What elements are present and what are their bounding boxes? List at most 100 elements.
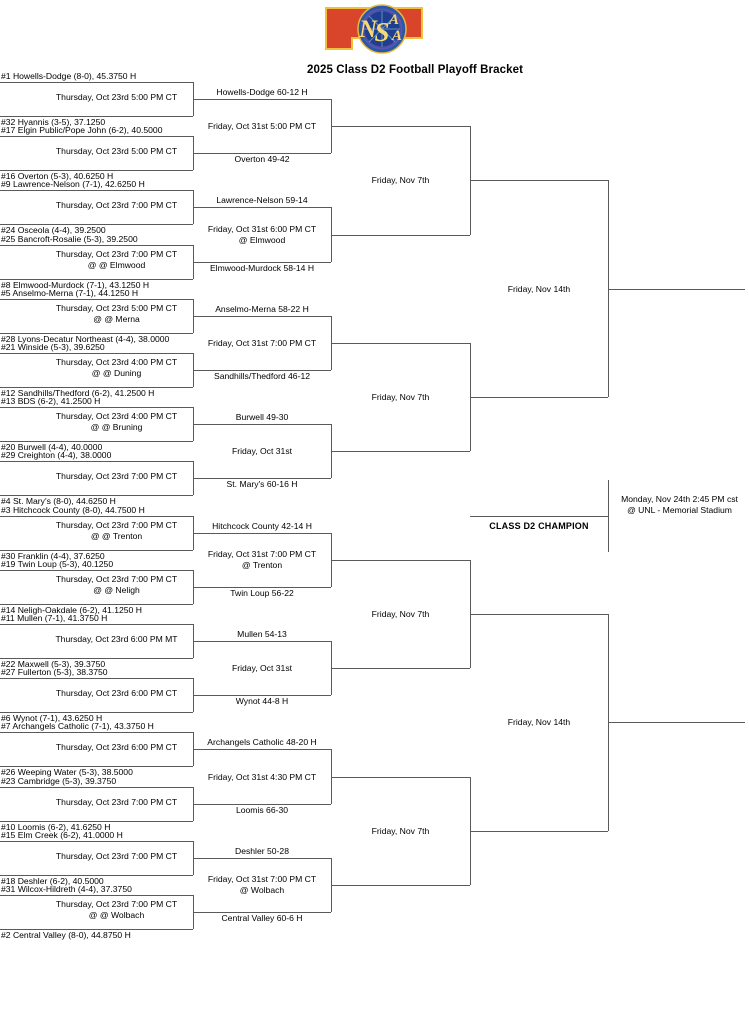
round2-result-bottom: Sandhills/Thedford 46-12 xyxy=(213,371,311,381)
final-top-rule xyxy=(608,288,745,290)
round2-site: @ Trenton xyxy=(241,560,283,570)
round2-result-top: Hitchcock County 42-14 H xyxy=(212,521,312,531)
round2-bottom-rule xyxy=(193,912,331,913)
round2-datetime: Friday, Oct 31st 4:30 PM CT xyxy=(207,771,317,782)
round1-team-top: #25 Bancroft-Rosalie (5-3), 39.2500 xyxy=(1,234,138,244)
round3-bottom-rule xyxy=(331,885,470,886)
svg-text:S: S xyxy=(374,17,389,47)
round1-team-top: #5 Anselmo-Merna (7-1), 44.1250 H xyxy=(1,288,139,298)
round1-bottom-rule xyxy=(0,712,193,713)
round1-top-rule xyxy=(0,732,193,733)
round1-team-top: #27 Fullerton (5-3), 38.3750 xyxy=(1,667,108,677)
round1-datetime: Thursday, Oct 23rd 4:00 PM CT xyxy=(55,357,178,367)
round1-datetime: Thursday, Oct 23rd 6:00 PM CT xyxy=(55,742,178,752)
round1-team-bottom: #4 St. Mary's (8-0), 44.6250 H xyxy=(1,496,116,506)
round1-team-bottom: #6 Wynot (7-1), 43.6250 H xyxy=(1,713,103,723)
round1-team-top: #23 Cambridge (5-3), 39.3750 xyxy=(1,776,117,786)
round1-team-bottom: #26 Weeping Water (5-3), 38.5000 xyxy=(1,767,133,777)
round1-top-rule xyxy=(0,624,193,625)
round3-datetime: Friday, Nov 7th xyxy=(371,609,430,619)
round4-bottom-rule xyxy=(470,397,608,398)
round1-bottom-rule xyxy=(0,550,193,551)
round2-top-rule xyxy=(193,533,331,534)
round1-team-bottom: #20 Burwell (4-4), 40.0000 xyxy=(1,442,103,452)
round3-top-rule xyxy=(331,126,470,127)
round2-site: @ Wolbach xyxy=(239,885,285,895)
final-datetime: Monday, Nov 24th 2:45 PM cst xyxy=(621,493,738,504)
round1-bottom-rule xyxy=(0,387,193,388)
round2-bottom-rule xyxy=(193,804,331,805)
round1-bottom-rule xyxy=(0,333,193,334)
round2-site: @ Elmwood xyxy=(238,234,286,245)
round1-team-bottom: #10 Loomis (6-2), 41.6250 H xyxy=(1,822,111,832)
round2-bottom-rule xyxy=(193,587,331,588)
round2-result-top: Burwell 49-30 xyxy=(235,412,289,422)
round1-team-bottom: #2 Central Valley (8-0), 44.8750 H xyxy=(1,930,131,940)
round1-top-rule xyxy=(0,353,193,354)
round2-bottom-rule xyxy=(193,370,331,371)
round1-team-bottom: #28 Lyons-Decatur Northeast (4-4), 38.00… xyxy=(1,334,170,344)
round3-top-rule xyxy=(331,776,470,778)
round4-top-rule xyxy=(470,180,608,182)
round2-result-top: Mullen 54-13 xyxy=(237,629,287,639)
page-title: 2025 Class D2 Football Playoff Bracket xyxy=(307,64,523,76)
round2-result-bottom: St. Mary's 60-16 H xyxy=(226,479,298,489)
round1-bottom-rule xyxy=(0,116,193,117)
round2-datetime: Friday, Oct 31st xyxy=(231,663,292,673)
round1-team-top: #17 Elgin Public/Pope John (6-2), 40.500… xyxy=(1,125,163,135)
round2-result-bottom: Twin Loup 56-22 xyxy=(230,588,294,598)
round1-datetime: Thursday, Oct 23rd 7:00 PM CT xyxy=(55,471,178,481)
round2-bottom-rule xyxy=(193,695,331,696)
round1-team-bottom: #24 Osceola (4-4), 39.2500 xyxy=(1,225,106,235)
round2-result-bottom: Wynot 44-8 H xyxy=(235,696,289,706)
round1-top-rule xyxy=(0,136,193,137)
round1-datetime: Thursday, Oct 23rd 7:00 PM CT xyxy=(55,574,178,584)
svg-text:N: N xyxy=(358,16,378,43)
round1-site: @ @ Bruning xyxy=(90,422,143,432)
round1-bottom-rule xyxy=(0,658,193,659)
round1-datetime: Thursday, Oct 23rd 5:00 PM CT xyxy=(55,146,178,156)
round1-bottom-rule xyxy=(0,604,193,605)
round1-team-top: #11 Mullen (7-1), 41.3750 H xyxy=(1,613,108,623)
round1-top-rule xyxy=(0,299,193,300)
round2-bottom-rule xyxy=(193,478,331,479)
round2-datetime: Friday, Oct 31st 7:00 PM CT xyxy=(207,874,317,884)
round1-top-rule xyxy=(0,461,193,462)
round1-team-top: #3 Hitchcock County (8-0), 44.7500 H xyxy=(1,505,145,515)
round2-datetime: Friday, Oct 31st 6:00 PM CT xyxy=(207,223,317,234)
round3-bottom-rule xyxy=(331,668,470,669)
round1-bottom-rule xyxy=(0,170,193,171)
round2-top-rule xyxy=(193,316,331,317)
round4-datetime: Friday, Nov 14th xyxy=(507,717,571,728)
round1-team-bottom: #14 Neligh-Oakdale (6-2), 41.1250 H xyxy=(1,605,142,615)
round1-team-top: #19 Twin Loup (5-3), 40.1250 xyxy=(1,559,114,569)
round2-result-bottom: Central Valley 60-6 H xyxy=(221,913,303,923)
round1-bottom-rule xyxy=(0,495,193,496)
final-site: @ UNL - Memorial Stadium xyxy=(627,504,732,515)
round4-datetime: Friday, Nov 14th xyxy=(507,283,571,294)
round3-bottom-rule xyxy=(331,451,470,452)
round1-top-rule xyxy=(0,245,193,246)
round1-top-rule xyxy=(0,516,193,517)
round1-datetime: Thursday, Oct 23rd 4:00 PM CT xyxy=(55,411,178,421)
round1-top-rule xyxy=(0,570,193,571)
round1-bottom-rule xyxy=(0,929,193,930)
round1-datetime: Thursday, Oct 23rd 7:00 PM CT xyxy=(55,899,178,909)
round2-result-top: Deshler 50-28 xyxy=(235,846,289,856)
round1-team-top: #31 Wilcox-Hildreth (4-4), 37.3750 xyxy=(1,884,132,894)
final-bottom-rule xyxy=(608,722,745,724)
round3-datetime: Friday, Nov 7th xyxy=(371,825,430,836)
round1-bottom-rule xyxy=(0,441,193,442)
round1-site: @ @ Neligh xyxy=(93,585,140,595)
round1-top-rule xyxy=(0,895,193,896)
round1-team-top: #1 Howells-Dodge (8-0), 45.3750 H xyxy=(1,71,137,81)
round2-datetime: Friday, Oct 31st 7:00 PM CT xyxy=(207,549,317,559)
champion-rule xyxy=(470,516,608,517)
round2-datetime: Friday, Oct 31st 5:00 PM CT xyxy=(207,121,317,131)
round2-top-rule xyxy=(193,641,331,642)
round1-team-bottom: #32 Hyannis (3-5), 37.1250 xyxy=(1,117,106,127)
round2-top-rule xyxy=(193,99,331,100)
round1-datetime: Thursday, Oct 23rd 6:00 PM MT xyxy=(55,634,178,644)
round2-result-top: Archangels Catholic 48-20 H xyxy=(207,737,317,747)
